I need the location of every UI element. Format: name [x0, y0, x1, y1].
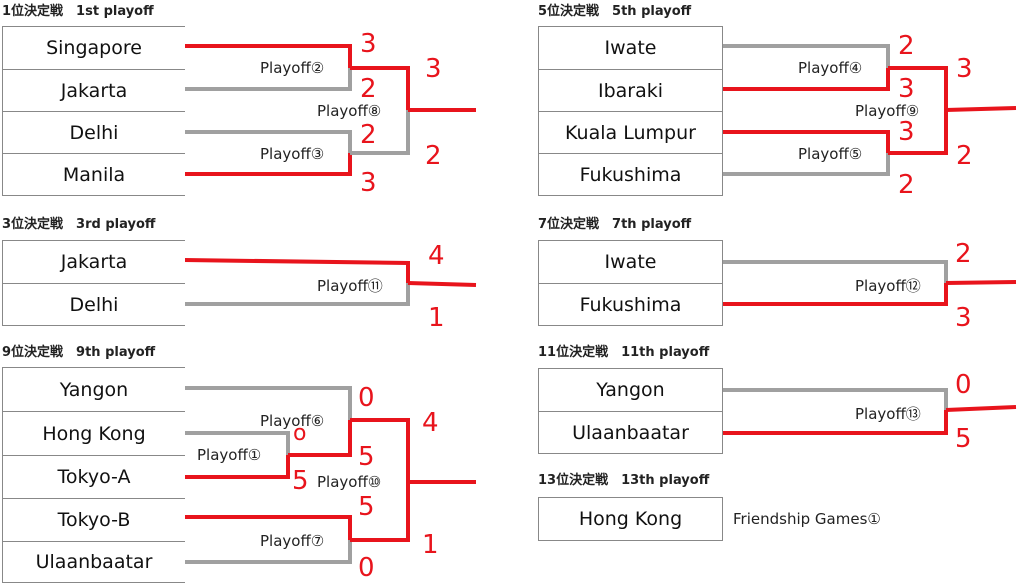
team-slot: Jakarta	[2, 240, 185, 283]
line-p5-winner	[888, 110, 948, 155]
section-title-1st: 1位決定戦 1st playoff	[2, 4, 154, 19]
score: 3	[898, 74, 915, 104]
team-slot: Yangon	[538, 368, 723, 411]
score: 5	[358, 492, 375, 522]
line-3rd-jakarta	[183, 258, 410, 283]
line-7th-iwate	[722, 260, 948, 283]
score: 2	[898, 170, 915, 200]
line-tokyo-a	[184, 455, 290, 479]
score: 2	[898, 31, 915, 61]
friendship-games-label: Friendship Games①	[733, 510, 881, 528]
score: 5	[292, 466, 309, 496]
line-yangon	[184, 386, 352, 420]
score: 4	[428, 241, 445, 271]
team-slot: Ibaraki	[538, 69, 723, 111]
line-p9-out	[945, 106, 1017, 112]
score: 0	[358, 553, 375, 583]
line-p4-winner	[888, 66, 948, 110]
team-slot: Manila	[2, 153, 185, 196]
score: 2	[956, 141, 973, 171]
line-delhi	[184, 130, 352, 153]
line-p2-winner	[350, 66, 410, 110]
line-p7-winner	[350, 482, 410, 542]
line-3rd-delhi	[184, 283, 410, 306]
line-p13-out	[945, 405, 1017, 412]
line-ulaanbaatar	[184, 540, 352, 564]
score: 3	[360, 29, 377, 59]
section-title-11th: 11位決定戦 11th playoff	[538, 345, 710, 360]
team-slot: Hong Kong	[538, 497, 723, 541]
team-slot: Delhi	[2, 111, 185, 153]
line-fukushima	[722, 153, 890, 176]
match-label: Playoff⑥	[259, 412, 326, 430]
line-p12-out	[945, 280, 1017, 285]
line-jakarta	[184, 68, 352, 91]
line-p1-winner	[288, 420, 352, 457]
team-slot: Ulaanbaatar	[538, 411, 723, 454]
match-label: Playoff①	[196, 446, 263, 464]
match-label: Playoff⑧	[316, 102, 383, 120]
line-tokyo-b	[184, 515, 352, 540]
score: 3	[956, 54, 973, 84]
section-title-7th: 7位決定戦 7th playoff	[538, 217, 692, 232]
line-kl	[722, 130, 890, 153]
score: 3	[898, 117, 915, 147]
team-slot: Delhi	[2, 283, 185, 326]
line-ibaraki	[722, 68, 890, 91]
match-label: Playoff⑬	[854, 403, 922, 424]
team-slot: Jakarta	[2, 69, 185, 111]
score: 4	[422, 408, 439, 438]
match-label: Playoff③	[259, 145, 326, 163]
line-p6-winner	[350, 418, 410, 482]
score: 0	[955, 370, 972, 400]
line-7th-fukushima	[722, 283, 948, 306]
match-label: Playoff②	[259, 59, 326, 77]
line-11th-ulaanbaatar	[722, 410, 948, 435]
score: 3	[360, 168, 377, 198]
line-iwate	[722, 44, 890, 68]
line-manila	[184, 153, 352, 176]
line-11th-yangon	[722, 388, 948, 410]
match-label: Playoff⑤	[797, 145, 864, 163]
team-slot: Singapore	[2, 26, 185, 69]
score: 2	[360, 120, 377, 150]
score: 5	[955, 424, 972, 454]
score: 5	[358, 442, 375, 472]
team-slot: Fukushima	[538, 283, 723, 326]
team-slot: Hong Kong	[2, 411, 185, 455]
score: 1	[428, 303, 445, 333]
section-title-3rd: 3位決定戦 3rd playoff	[2, 217, 156, 232]
match-label: Playoff⑦	[259, 532, 326, 550]
score: 2	[955, 239, 972, 269]
team-slot: Yangon	[2, 367, 185, 411]
line-p3-winner	[350, 110, 410, 155]
team-slot: Kuala Lumpur	[538, 111, 723, 153]
match-label: Playoff⑪	[316, 275, 384, 296]
match-label: Playoff⑫	[854, 275, 922, 296]
team-slot: Tokyo-B	[2, 498, 185, 541]
match-label: Playoff④	[797, 59, 864, 77]
team-slot: Fukushima	[538, 153, 723, 196]
line-p11-out	[407, 281, 477, 287]
section-title-9th: 9位決定戦 9th playoff	[2, 345, 156, 360]
section-title-13th: 13位決定戦 13th playoff	[538, 473, 710, 488]
score: 1	[422, 530, 439, 560]
line-hongkong	[184, 431, 290, 455]
score: o	[293, 421, 307, 446]
team-slot: Iwate	[538, 26, 723, 69]
match-label: Playoff⑨	[854, 102, 921, 120]
score: 3	[955, 303, 972, 333]
line-singapore	[184, 44, 352, 68]
section-title-5th: 5位決定戦 5th playoff	[538, 4, 692, 19]
team-slot: Tokyo-A	[2, 455, 185, 498]
score: 0	[358, 383, 375, 413]
match-label: Playoff⑩	[316, 473, 383, 491]
score: 2	[360, 74, 377, 104]
team-slot: Iwate	[538, 240, 723, 283]
team-slot: Ulaanbaatar	[2, 541, 185, 583]
score: 2	[425, 141, 442, 171]
score: 3	[425, 54, 442, 84]
